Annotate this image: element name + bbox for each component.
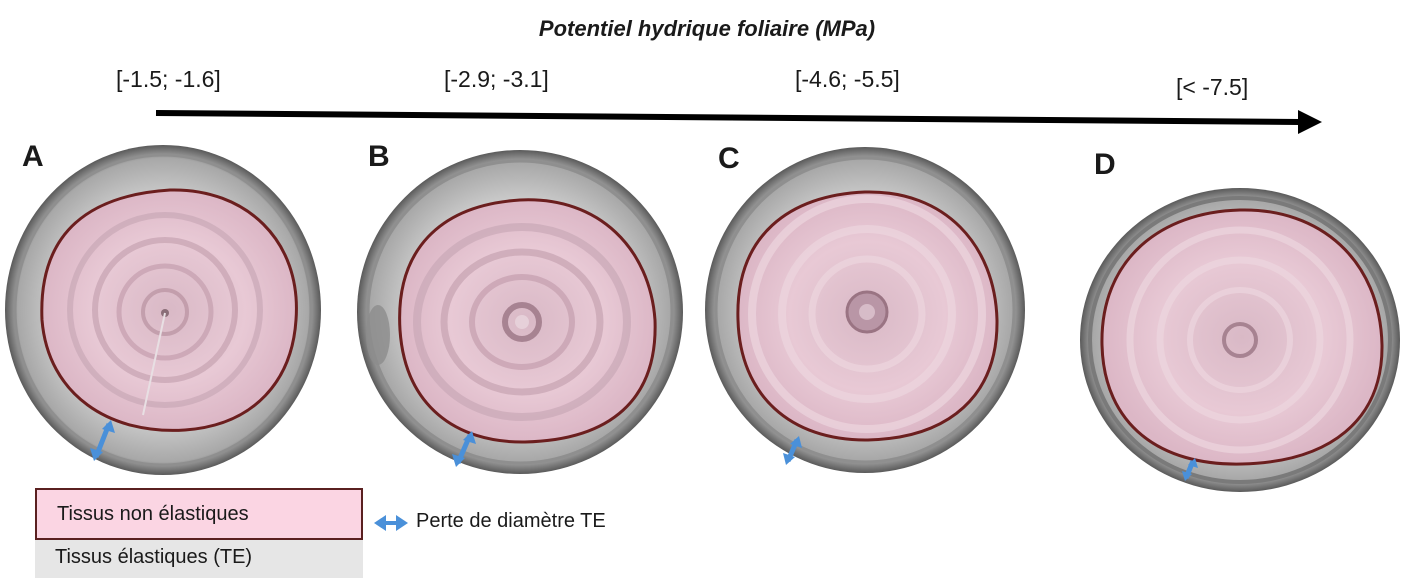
section-b bbox=[357, 150, 683, 474]
range-label-c: [-4.6; -5.5] bbox=[795, 66, 900, 92]
range-label-b: [-2.9; -3.1] bbox=[444, 66, 549, 92]
section-d bbox=[1080, 188, 1400, 492]
figure-title: Potentiel hydrique foliaire (MPa) bbox=[538, 16, 876, 41]
legend-diameter-loss-label: Perte de diamètre TE bbox=[416, 510, 606, 532]
range-label-a: [-1.5; -1.6] bbox=[116, 66, 221, 92]
water-potential-arrow bbox=[155, 110, 1322, 134]
legend-arrow-icon bbox=[374, 515, 408, 531]
section-c bbox=[705, 147, 1025, 473]
panel-letter-a: A bbox=[22, 140, 44, 173]
panel-letter-d: D bbox=[1094, 148, 1116, 181]
panel-letter-b: B bbox=[368, 140, 390, 173]
legend-elastic: Tissus élastiques (TE) bbox=[35, 540, 363, 578]
section-a bbox=[5, 145, 321, 475]
legend-non-elastic: Tissus non élastiques bbox=[35, 488, 363, 540]
legend-elastic-label: Tissus élastiques (TE) bbox=[55, 546, 253, 568]
range-label-d: [< -7.5] bbox=[1176, 74, 1249, 100]
panel-letter-c: C bbox=[718, 142, 740, 175]
legend-non-elastic-label: Tissus non élastiques bbox=[57, 503, 249, 525]
